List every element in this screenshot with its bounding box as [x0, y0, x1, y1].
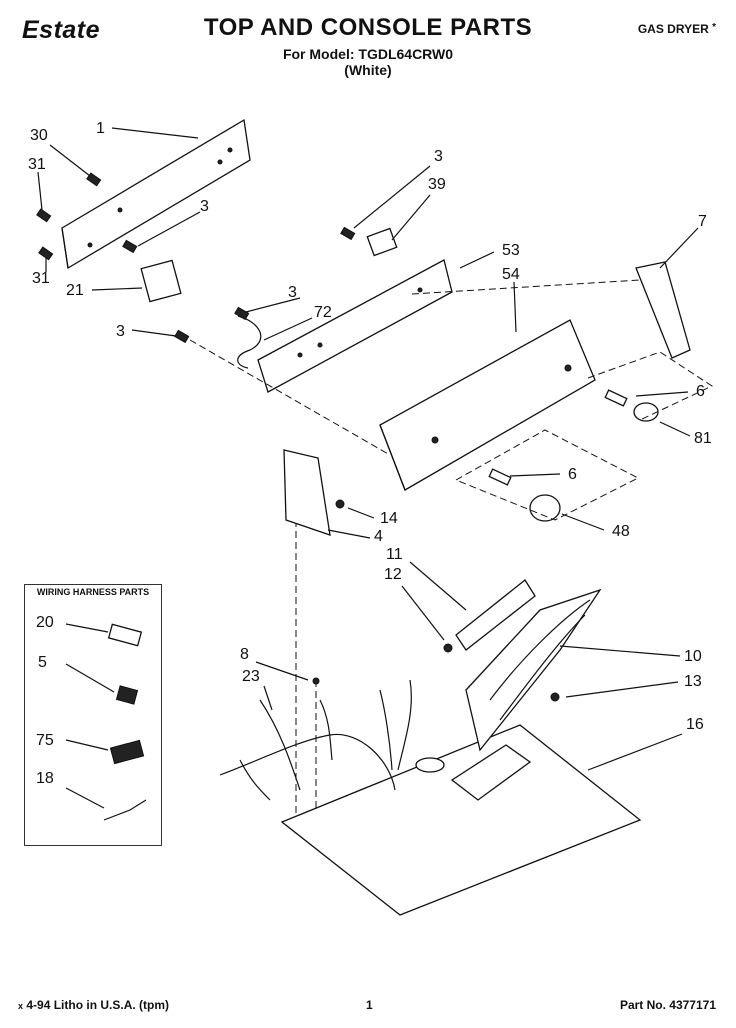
callout-31b: 31 [32, 270, 50, 287]
callout-6b: 6 [568, 466, 577, 483]
callout-3a: 3 [200, 198, 209, 215]
callout-3c: 3 [116, 323, 125, 340]
callout-1: 1 [96, 120, 105, 137]
callout-7: 7 [698, 213, 707, 230]
product-type-label: GAS DRYER [637, 22, 709, 36]
star-mark: * [712, 22, 716, 33]
callout-18: 18 [36, 770, 54, 787]
screw-30 [86, 172, 102, 187]
callout-4: 4 [374, 528, 383, 545]
callout-16: 16 [686, 716, 704, 733]
main-harness [219, 733, 396, 791]
callout-11: 11 [386, 546, 403, 563]
connector-5 [115, 685, 139, 705]
brand-logo: Estate [22, 16, 101, 44]
callout-5: 5 [38, 654, 47, 671]
callout-39: 39 [428, 176, 446, 193]
dryer-top [280, 724, 642, 916]
callout-3d: 3 [434, 148, 443, 165]
callout-31a: 31 [28, 156, 46, 173]
timer [140, 259, 182, 303]
button-6b [488, 468, 512, 486]
callout-3b: 3 [288, 284, 297, 301]
callout-8: 8 [240, 646, 249, 663]
callout-81: 81 [694, 430, 712, 447]
control-bracket [257, 259, 453, 393]
footer-litho-prefix: x [18, 1001, 24, 1011]
product-type: GAS DRYER * [638, 22, 716, 36]
lint-screen [455, 579, 536, 651]
footer-litho-text: 4-94 Litho in U.S.A. (tpm) [26, 998, 170, 1012]
callout-30: 30 [30, 127, 48, 144]
button-6a [604, 389, 628, 407]
callout-12: 12 [384, 566, 402, 583]
screw-31a [36, 208, 52, 223]
wiring-harness-box [24, 584, 162, 846]
callout-21: 21 [66, 282, 84, 299]
screw-3c [174, 329, 190, 344]
screw-3d [340, 226, 356, 241]
console [379, 319, 596, 491]
end-cap [635, 261, 691, 359]
screw-31b [38, 246, 54, 261]
color-line: (White) [344, 62, 392, 78]
callout-53: 53 [502, 242, 520, 259]
connector-75 [109, 739, 145, 765]
callout-23: 23 [242, 668, 260, 685]
terminal-18 [103, 799, 147, 821]
footer-page: 1 [366, 998, 373, 1012]
page-title: TOP AND CONSOLE PARTS [203, 14, 533, 41]
screw-3a [122, 239, 138, 254]
callout-14: 14 [380, 510, 398, 527]
knob-48 [529, 494, 561, 522]
callout-6a: 6 [696, 383, 705, 400]
footer-part-no: Part No. 4377171 [619, 998, 716, 1012]
screw-3b [234, 306, 250, 321]
callout-20: 20 [36, 614, 54, 631]
wiring-harness-title: WIRING HARNESS PARTS [36, 587, 150, 597]
callout-72: 72 [314, 304, 332, 321]
callout-13: 13 [684, 673, 702, 690]
knob-81 [633, 402, 659, 422]
side-bracket [283, 449, 331, 536]
callout-48: 48 [612, 523, 630, 540]
switch [366, 227, 398, 257]
connector-20 [107, 623, 143, 647]
callout-75: 75 [36, 732, 54, 749]
callout-54: 54 [502, 266, 520, 283]
footer-litho: x 4-94 Litho in U.S.A. (tpm) [18, 998, 169, 1012]
lint-housing [450, 744, 532, 801]
callout-10: 10 [684, 648, 702, 665]
model-line: For Model: TGDL64CRW0 [282, 46, 454, 62]
